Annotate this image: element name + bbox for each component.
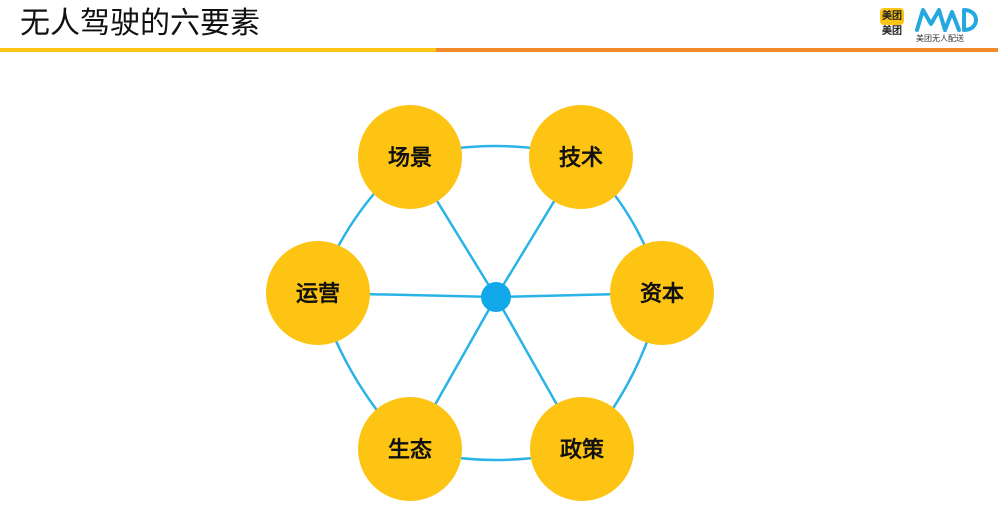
node-policy: 政策 [530,397,634,501]
node-scene: 场景 [358,105,462,209]
meituan-logo-text: 美团 [882,26,902,37]
mad-caption: 美团无人配送 [916,34,964,43]
node-capital: 资本 [610,241,714,345]
node-label-operation: 运营 [296,282,340,307]
mad-logo-mark [915,8,978,32]
node-label-scene: 场景 [388,146,432,171]
page-title: 无人驾驶的六要素 [20,6,260,41]
mad-logo: 美团无人配送 [914,6,994,46]
node-circle-scene [358,105,462,209]
node-operation: 运营 [266,241,370,345]
header-divider [0,48,998,52]
header-divider-left [0,48,436,52]
header-divider-right [436,48,998,52]
node-circle-policy [530,397,634,501]
meituan-logo: 美团 美团 [880,8,906,44]
center-hub [481,282,511,312]
node-label-policy: 政策 [560,437,605,463]
node-label-capital: 资本 [640,282,684,307]
node-ecology: 生态 [358,397,462,501]
node-tech: 技术 [529,105,633,209]
meituan-logo-box: 美团 [880,8,904,25]
node-label-ecology: 生态 [388,437,432,463]
node-circle-capital [610,241,714,345]
node-circle-ecology [358,397,462,501]
node-circle-tech [529,105,633,209]
node-label-tech: 技术 [559,146,603,171]
node-circle-operation [266,241,370,345]
